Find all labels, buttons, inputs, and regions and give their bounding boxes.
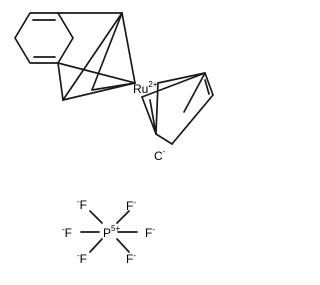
phosphorus-atom-label: P5+: [103, 224, 120, 240]
coordinated-ring-bonds: [57, 12, 136, 101]
cp-ring-bonds: [141, 72, 214, 145]
hexafluorophosphate-ion: P5+ -F F- -F F- -F F-: [62, 197, 155, 266]
pf6-bonds: [80, 210, 138, 253]
fluorine-atom-label-bottom-left: -F: [77, 251, 87, 266]
benzo-ring: [14, 12, 74, 64]
fluorine-atom-label-top-right: F-: [126, 198, 136, 213]
carbanion-atom-label: C-: [154, 147, 166, 163]
ru-complex: Ru2+ C-: [14, 12, 214, 163]
fluorine-atom-label-left: -F: [62, 225, 72, 240]
fluorine-atom-label-bottom-right: F-: [126, 251, 136, 266]
fluorine-atom-label-top-left: -F: [77, 197, 87, 212]
fluorine-atom-label-right: F-: [145, 225, 155, 240]
molecule-structure: Ru2+ C- P5+ -F F- -F F- -F: [14, 12, 214, 266]
ruthenium-atom-label: Ru2+: [133, 80, 158, 96]
